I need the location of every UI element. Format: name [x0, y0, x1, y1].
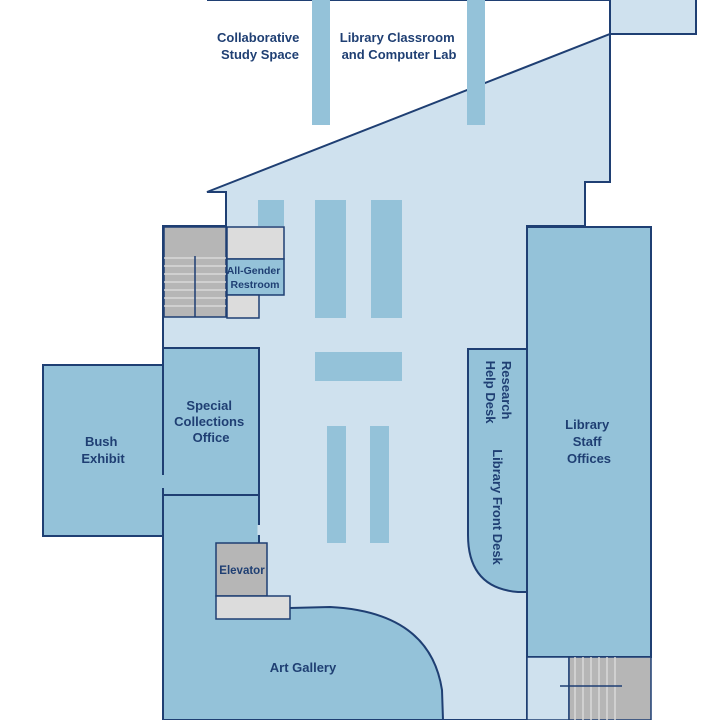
column-2: [467, 0, 485, 125]
special-collections-office: [162, 347, 260, 496]
shelf-c: [315, 352, 402, 381]
restroom-upper: [226, 226, 285, 260]
shelf-d: [327, 426, 346, 543]
shelf-b: [371, 200, 402, 318]
stairs-east-landing: [526, 656, 570, 720]
collaborative-label: Collaborative Study Space: [217, 30, 303, 62]
library-floor: [162, 0, 697, 720]
column-1: [312, 0, 330, 125]
elevator: [215, 542, 268, 597]
elevator-lobby: [215, 595, 291, 620]
shelf-small: [258, 200, 284, 226]
staff-offices-label: Library Staff Offices: [565, 417, 613, 466]
research-help-desk-label: Research Help Desk: [483, 361, 514, 425]
library-staff-offices: [526, 226, 652, 658]
front-desk-label: Library Front Desk: [490, 449, 505, 565]
restroom-label: All-Gender Restroom: [227, 265, 284, 291]
special-collections-label: Special Collections Office: [174, 398, 248, 445]
elevator-label: Elevator: [219, 565, 265, 577]
bush-exhibit-label: Bush Exhibit: [81, 434, 125, 466]
bush-exhibit: [42, 364, 164, 537]
classroom-label: Library Classroom and Computer Lab: [340, 30, 459, 62]
art-gallery-label: Art Gallery: [270, 660, 337, 675]
shelf-e: [370, 426, 389, 543]
shelf-a: [315, 200, 346, 318]
stairs-east-steps: [574, 657, 616, 720]
stairs-east: [568, 656, 652, 720]
library-front-desk: [467, 348, 528, 593]
restroom-lower: [226, 294, 260, 319]
